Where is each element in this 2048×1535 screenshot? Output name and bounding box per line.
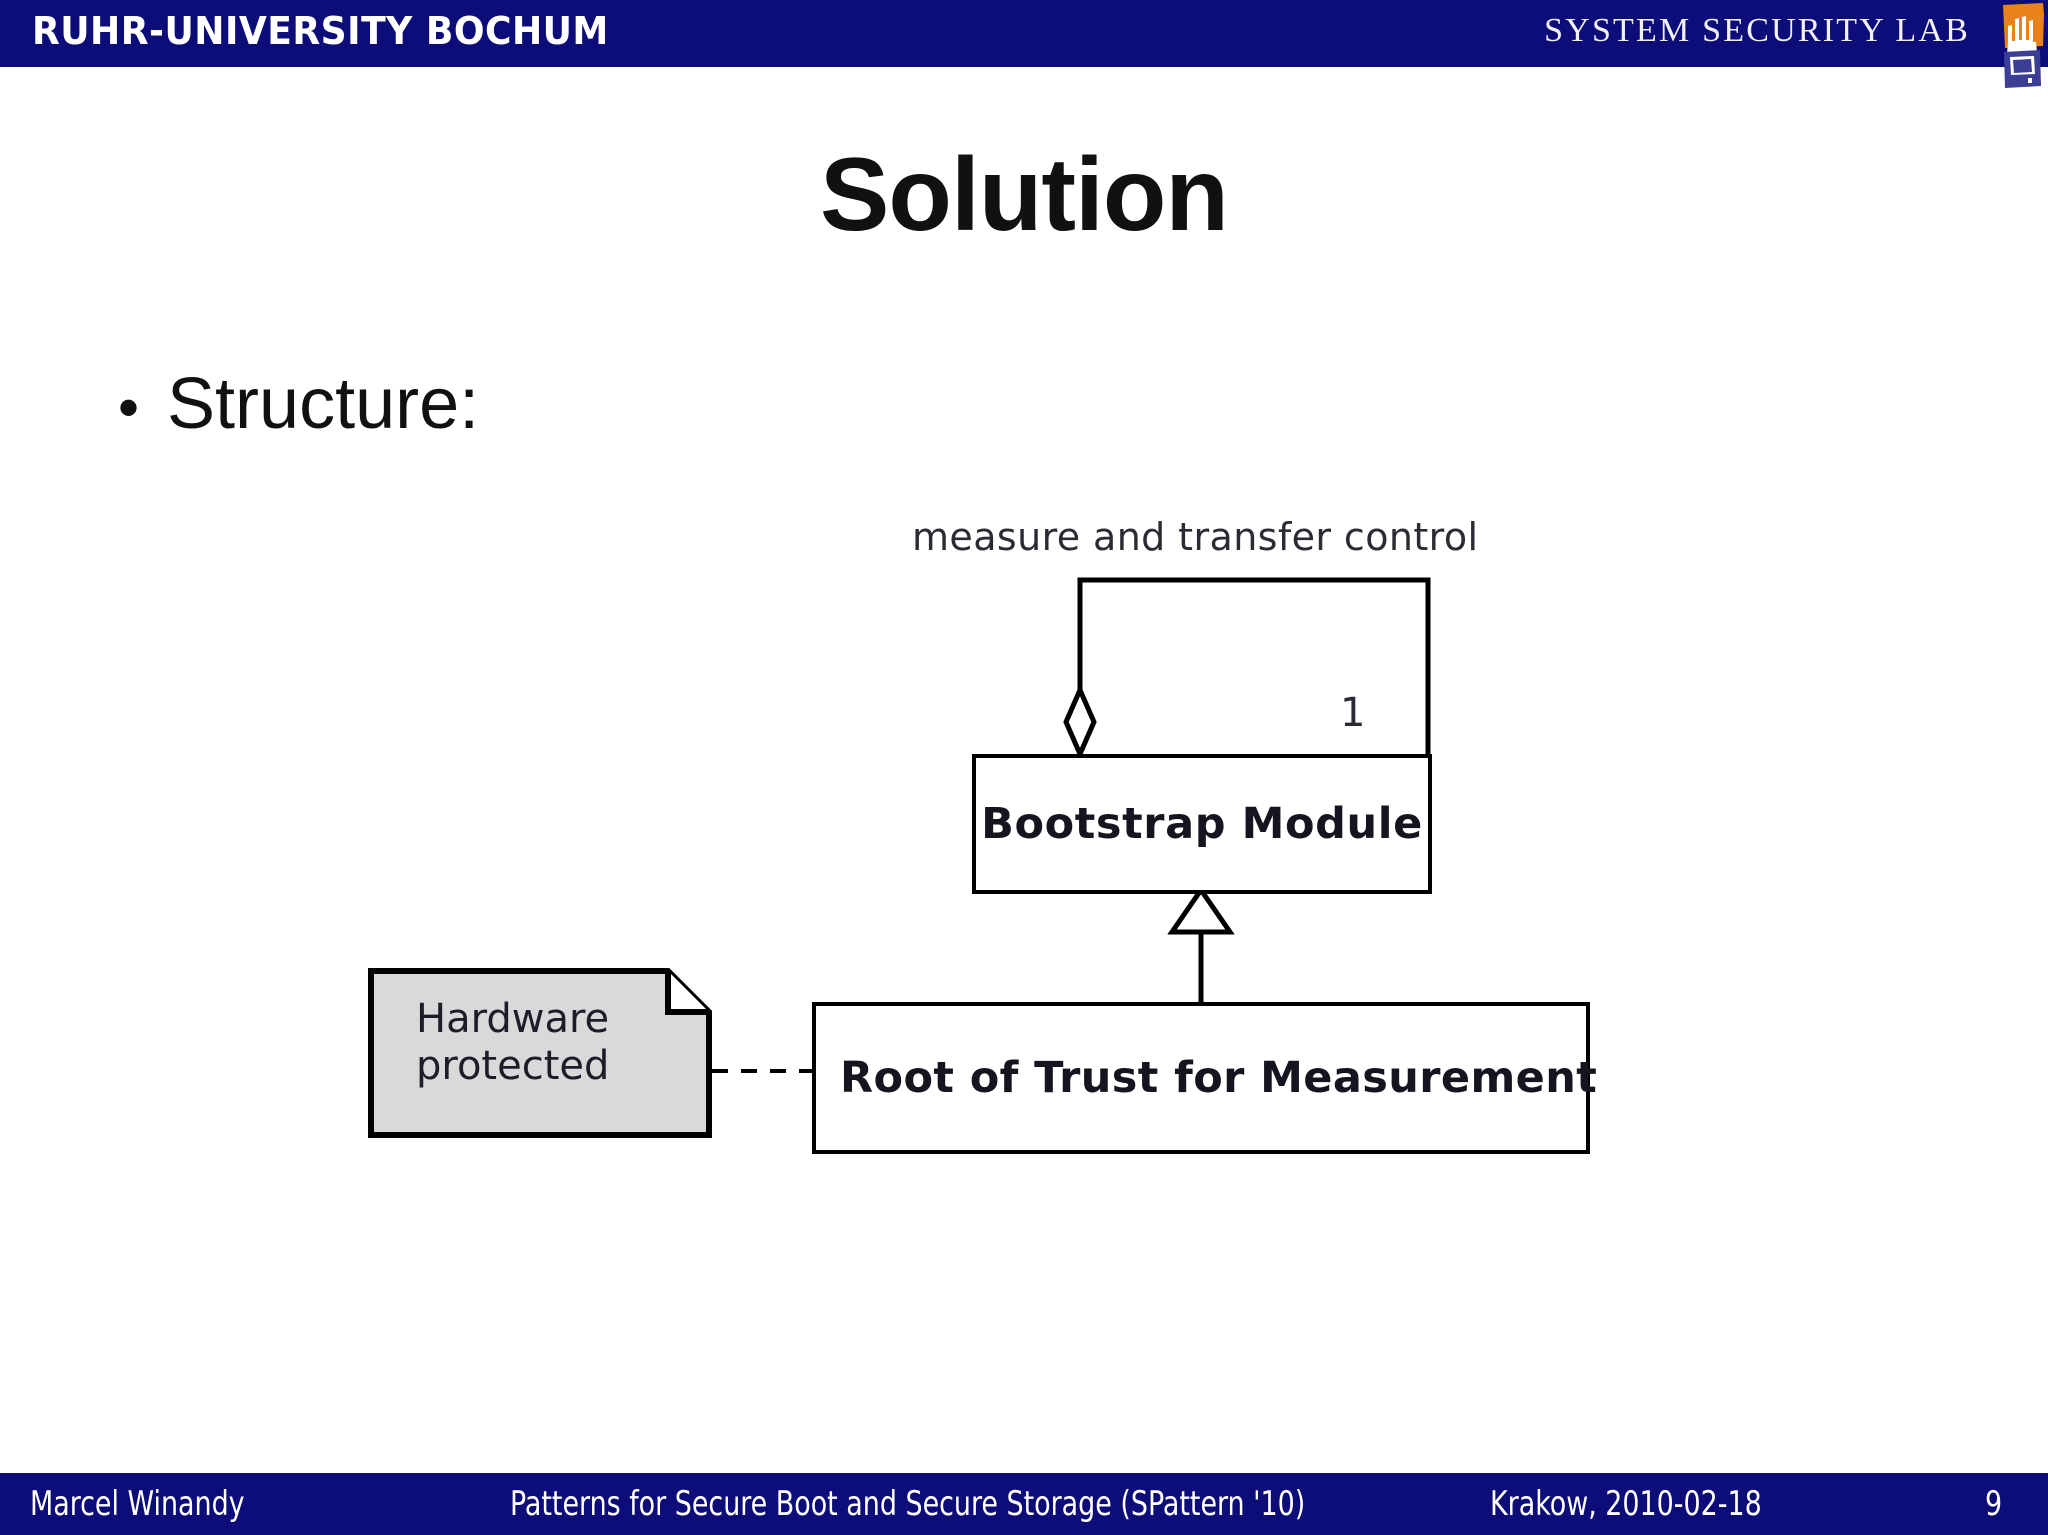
uml-note-text-line1: Hardware (416, 996, 610, 1042)
footer-page-number: 9 (1985, 1484, 2003, 1524)
multiplicity-label: 1 (1340, 690, 1366, 736)
page-title: Solution (820, 137, 1229, 253)
rub-hand-logo-icon (2003, 3, 2044, 88)
footer-place-date: Krakow, 2010-02-18 (1490, 1484, 1762, 1524)
bullet-item-structure: • Structure: (118, 368, 479, 440)
uml-class-bootstrap-module-label: Bootstrap Module (981, 799, 1423, 849)
aggregation-diamond-icon (1063, 683, 1097, 761)
uml-note-text: Hardware protected (416, 996, 609, 1090)
header-bar (0, 0, 2048, 67)
uml-class-root-of-trust-for-measurement: Root of Trust for Measurement (812, 1002, 1597, 1154)
aggregation-loop-connector (1077, 577, 1431, 754)
association-label: measure and transfer control (912, 515, 1479, 559)
lab-name: SYSTEM SECURITY LAB (1544, 12, 1970, 49)
footer-author: Marcel Winandy (30, 1484, 245, 1524)
uml-class-bootstrap-module: Bootstrap Module (972, 754, 1432, 894)
bullet-label: Structure: (167, 364, 480, 444)
bullet-marker-icon: • (118, 374, 140, 441)
generalization-triangle-icon (1167, 885, 1235, 935)
footer-bar: Marcel Winandy Patterns for Secure Boot … (0, 1473, 2048, 1535)
uml-note-text-line2: protected (416, 1043, 610, 1090)
uml-class-root-of-trust-for-measurement-label: Root of Trust for Measurement (840, 1053, 1598, 1103)
university-name: RUHR-UNIVERSITY BOCHUM (32, 9, 609, 53)
uml-note-hardware-protected: Hardware protected (368, 968, 712, 1138)
uml-note-shape-icon (368, 968, 712, 1138)
footer-talk-title: Patterns for Secure Boot and Secure Stor… (510, 1484, 1306, 1524)
